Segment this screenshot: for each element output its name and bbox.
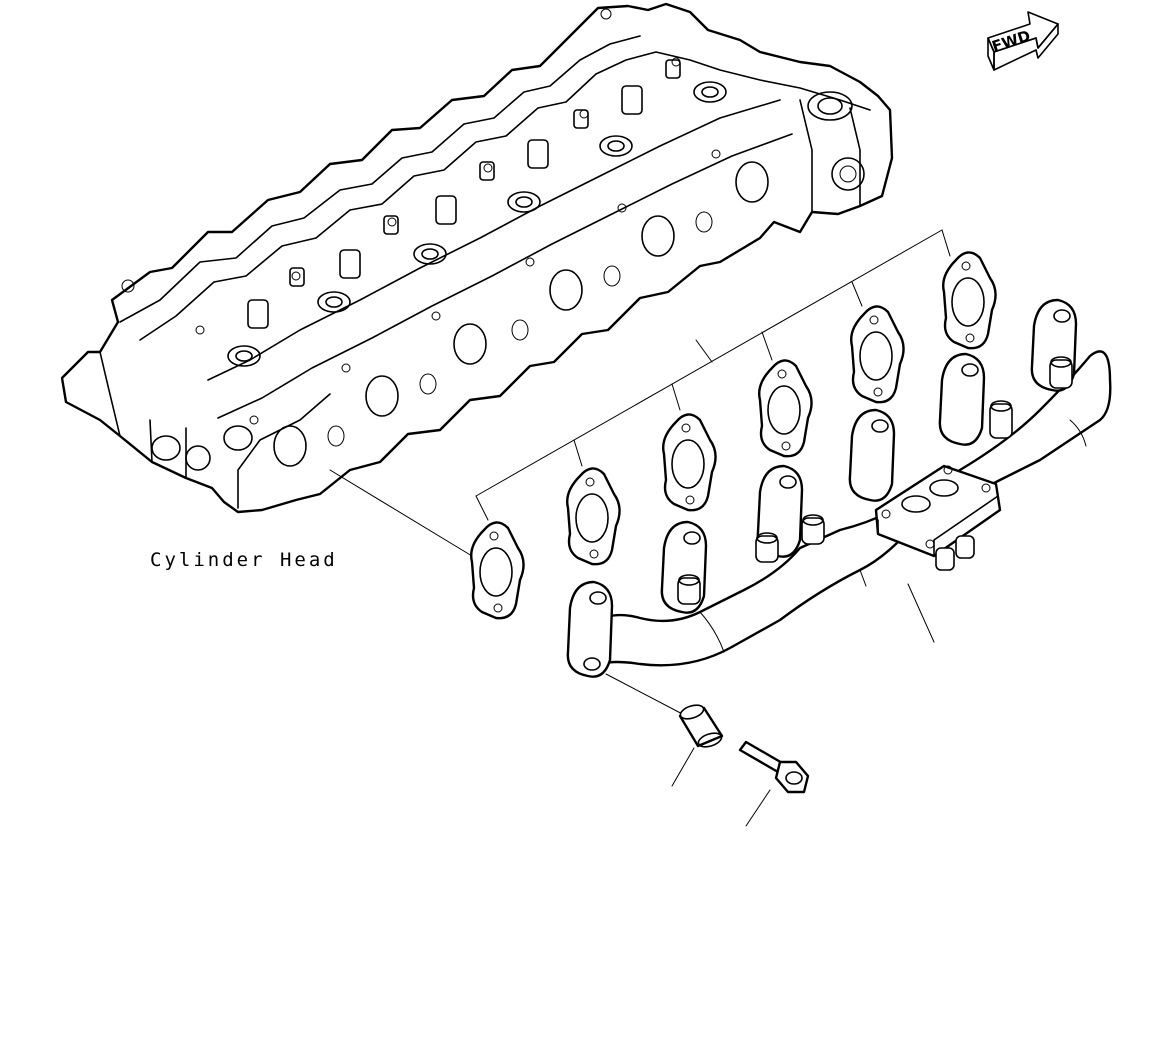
fwd-arrow-icon: FWD bbox=[987, 11, 1059, 71]
manifold-flange-1 bbox=[566, 580, 614, 678]
fwd-label: FWD bbox=[990, 27, 1033, 56]
gasket-leader-lines bbox=[329, 229, 951, 557]
exhaust-ports bbox=[249, 149, 769, 467]
manifold-flange-3 bbox=[755, 464, 804, 563]
exhaust-manifold bbox=[566, 298, 1112, 678]
manifold-flange-6 bbox=[1030, 298, 1078, 392]
head-detail-bosses bbox=[121, 8, 681, 335]
gasket-6 bbox=[942, 251, 997, 350]
manifold-flange-2 bbox=[660, 520, 708, 614]
gasket-5 bbox=[850, 305, 905, 404]
gasket-1 bbox=[470, 521, 525, 620]
cylinder-head bbox=[60, 2, 894, 514]
turbo-mounting-flange bbox=[874, 464, 1002, 571]
manifold-flange-5 bbox=[938, 352, 1013, 446]
cylinder-head-label: Cylinder Head bbox=[150, 549, 338, 571]
gasket-3 bbox=[662, 413, 717, 512]
gasket-4 bbox=[758, 359, 813, 458]
gasket-2 bbox=[566, 467, 621, 566]
valve-bosses bbox=[227, 81, 853, 367]
spacer bbox=[605, 673, 724, 787]
manifold-flange-4 bbox=[801, 408, 896, 545]
bolt bbox=[738, 740, 810, 827]
